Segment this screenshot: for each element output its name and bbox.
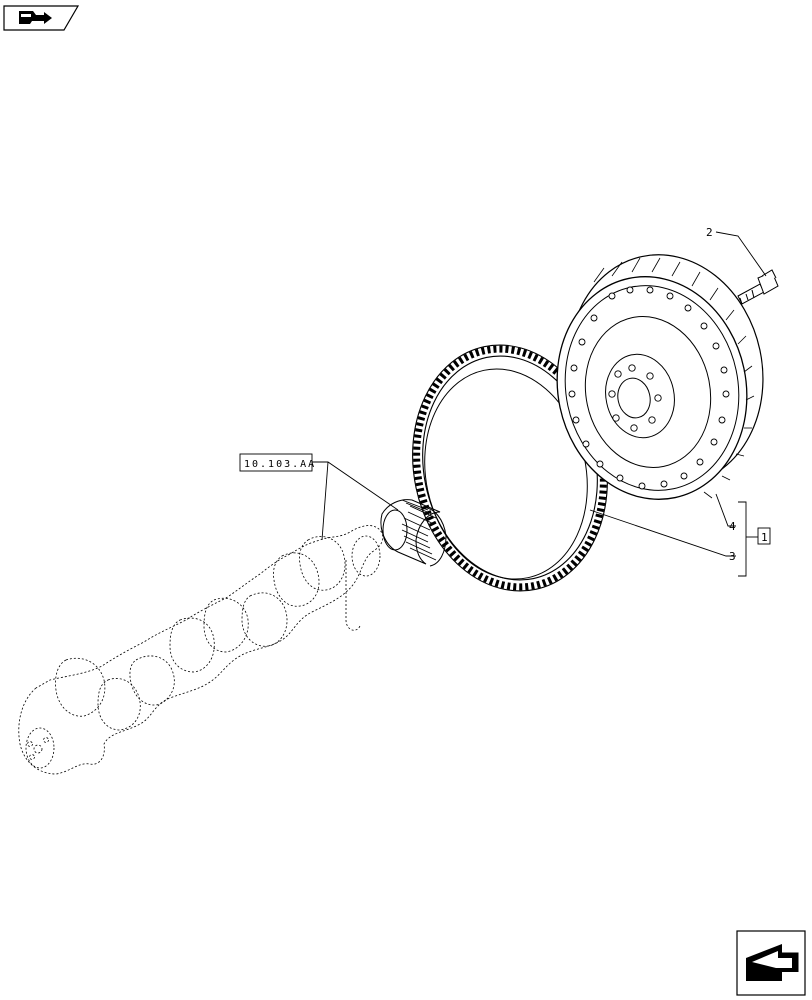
crankshaft-outline xyxy=(18,525,384,775)
svg-text:3: 3 xyxy=(729,550,736,563)
svg-text:1: 1 xyxy=(761,531,768,544)
next-page-arrow-icon xyxy=(746,944,799,981)
flywheel xyxy=(556,254,764,500)
next-page-button[interactable] xyxy=(736,930,806,996)
svg-text:2: 2 xyxy=(706,226,713,239)
svg-text:10.103.AA: 10.103.AA xyxy=(244,459,316,470)
prev-page-arrow-icon xyxy=(19,11,52,24)
callout-3[interactable]: 3 xyxy=(729,550,736,563)
callout-2[interactable]: 2 xyxy=(706,226,713,239)
crankshaft-gear xyxy=(380,499,447,567)
callout-4[interactable]: 4 xyxy=(729,520,736,533)
flywheel-bolt xyxy=(737,269,779,305)
reference-code-box[interactable]: 10.103.AA xyxy=(239,453,316,472)
callout-kit[interactable]: 1 xyxy=(757,527,771,545)
prev-page-button[interactable] xyxy=(3,5,80,31)
svg-text:4: 4 xyxy=(729,520,736,533)
leader-lines xyxy=(312,231,767,577)
